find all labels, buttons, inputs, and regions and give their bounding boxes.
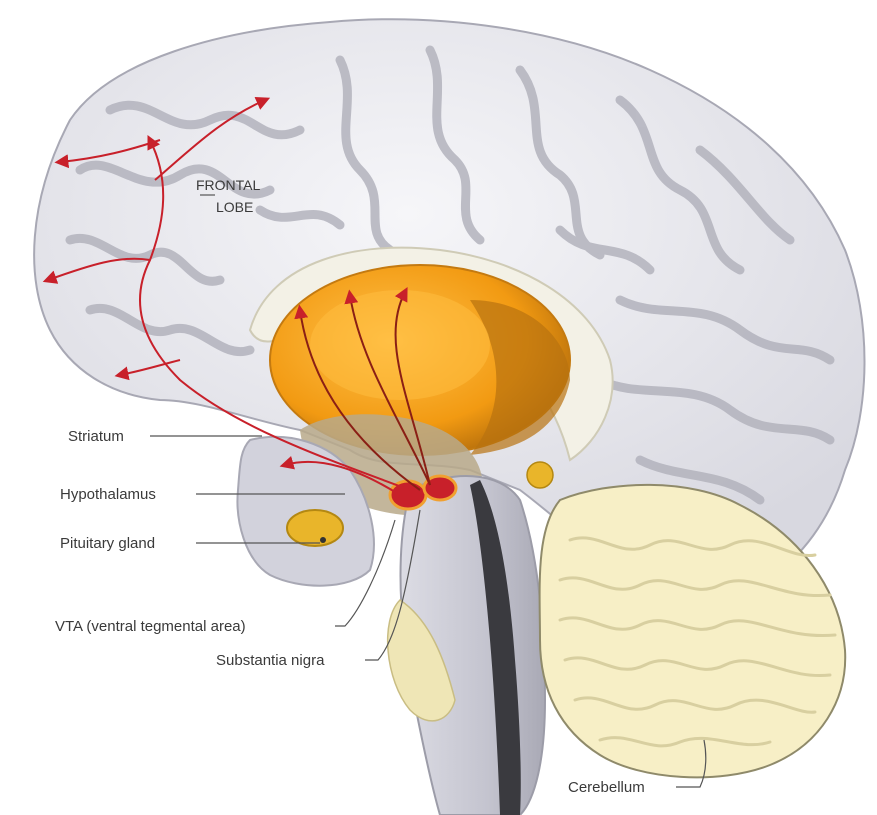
small-yellow-nucleus	[527, 462, 553, 488]
frontal-lobe-label-line1: FRONTAL	[196, 177, 261, 193]
hypothalamus-label: Hypothalamus	[60, 486, 156, 503]
pituitary-dot	[320, 537, 326, 543]
substantia-nigra-label: Substantia nigra	[216, 652, 325, 669]
cerebellum-label: Cerebellum	[568, 779, 645, 796]
pituitary-gland-label: Pituitary gland	[60, 535, 155, 552]
pituitary-gland-shape	[287, 510, 343, 546]
frontal-lobe-label-line2: LOBE	[216, 199, 253, 215]
vta-label: VTA (ventral tegmental area)	[55, 618, 246, 635]
striatum-label: Striatum	[68, 428, 124, 445]
